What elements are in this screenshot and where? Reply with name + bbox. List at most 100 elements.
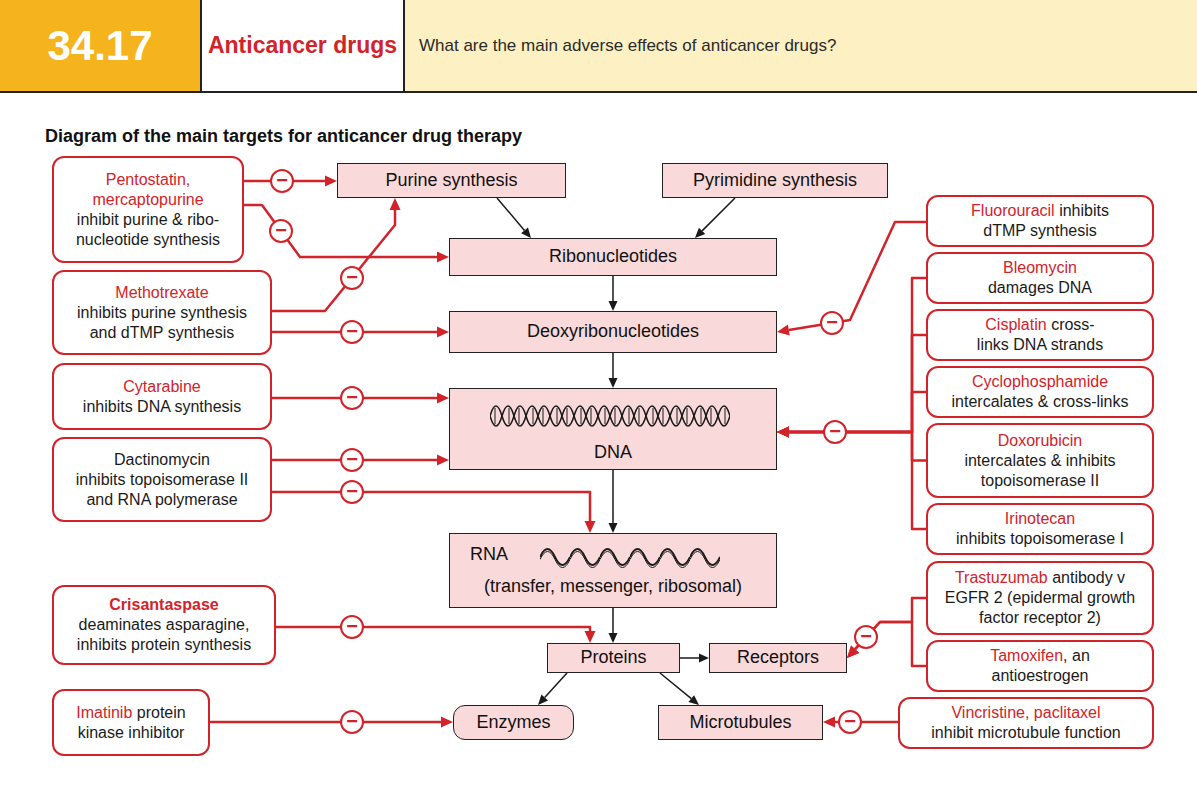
inhibition-arrow <box>777 427 926 530</box>
box-content: Fluorouracilinhibits dTMP synthesis <box>960 201 1120 241</box>
drug-name: Tamoxifen <box>990 647 1063 664</box>
drug-box: Imatinibprotein kinase inhibitor <box>52 689 210 756</box>
box-content: Irinotecaninhibits topoisomerase I <box>956 509 1124 549</box>
drug-box: Methotrexateinhibits purine synthesis an… <box>52 270 272 355</box>
inhibit-mark-holder: − <box>340 710 364 734</box>
box-label: What are the main adverse effects of ant… <box>419 36 836 56</box>
pathway-arrow <box>497 198 531 238</box>
box-content: Crisantaspasedeaminates asparagine, inhi… <box>69 595 259 655</box>
connector-line <box>612 276 614 301</box>
drug-box: Bleomycindamages DNA <box>926 252 1154 304</box>
connector-line <box>702 198 735 231</box>
arrow-head <box>325 176 337 187</box>
drug-name: Methotrexate <box>70 283 255 303</box>
drug-box: Cytarabineinhibits DNA synthesis <box>52 363 272 430</box>
arrow-head <box>699 654 709 663</box>
inhibit-sign: − <box>340 448 364 472</box>
drug-name: Dactinomycin <box>70 450 255 470</box>
box-content: Pyrimidine synthesis <box>693 169 857 192</box>
inhibition-arrow <box>276 627 596 643</box>
inhibit-mark-holder: − <box>838 710 862 734</box>
inhibit-mark-holder: − <box>269 219 293 243</box>
box-label: RNA <box>450 543 776 566</box>
inhibit-sign: − <box>340 480 364 504</box>
drug-name: Cytarabine <box>83 377 241 397</box>
inhibition-arrow <box>777 392 926 438</box>
arrow-head <box>538 695 548 705</box>
arrow-head <box>437 455 449 466</box>
inhibit-mark-holder: − <box>854 625 878 649</box>
arrow-head <box>777 427 789 438</box>
box-content: Proteins <box>580 646 646 669</box>
connector-line <box>497 198 525 230</box>
box-content: Trastuzumabantibody v EGFR 2 (epidermal … <box>940 568 1140 628</box>
inhibition-arrow <box>272 198 401 311</box>
connector-line <box>660 673 691 699</box>
connector-line <box>244 205 437 257</box>
inhibition-arrow <box>777 278 926 438</box>
inhibit-mark-holder: − <box>340 448 364 472</box>
inhibit-sign: − <box>854 625 878 649</box>
inhibit-mark-holder: − <box>340 386 364 410</box>
box-label: Enzymes <box>476 711 550 734</box>
section-number: 34.17 <box>0 0 200 93</box>
drug-name: Doxorubicin <box>936 431 1144 451</box>
inhibit-sign: − <box>820 311 844 335</box>
box-content: Tamoxifen, an antioestrogen <box>970 646 1110 686</box>
drug-box: Doxorubicinintercalates & inhibits topoi… <box>926 423 1154 498</box>
pathway-box: Enzymes <box>453 705 574 740</box>
page-title: Diagram of the main targets for anticanc… <box>45 126 522 147</box>
pathway-box: Pyrimidine synthesis <box>662 163 888 198</box>
connector-line <box>210 721 441 724</box>
drug-name: Crisantaspase <box>69 595 259 615</box>
arrow-head <box>609 633 618 643</box>
inhibit-mark-holder: − <box>270 169 294 193</box>
drug-name: Bleomycin <box>988 258 1092 278</box>
connector-line <box>789 222 926 330</box>
box-content: Cisplatincross- links DNA strands <box>973 315 1108 355</box>
arrow-head <box>777 427 789 438</box>
box-label: Receptors <box>737 646 819 669</box>
drug-action: inhibits DNA synthesis <box>83 397 241 417</box>
drug-action: inhibit purine & ribo- nucleotide synthe… <box>62 210 234 250</box>
pathway-arrow <box>609 276 618 311</box>
drug-action: inhibit microtubule function <box>931 723 1120 743</box>
drug-box: Dactinomycininhibits topoisomerase II an… <box>52 437 272 522</box>
pathway-box: Receptors <box>709 643 847 673</box>
drug-action: intercalates & cross-links <box>952 392 1129 412</box>
pathway-arrow <box>609 608 618 643</box>
drug-box: Cisplatincross- links DNA strands <box>926 309 1154 361</box>
inhibit-mark-holder: − <box>340 480 364 504</box>
box-content: Cyclophosphamideintercalates & cross-lin… <box>952 372 1129 412</box>
box-label: Microtubules <box>689 711 791 734</box>
pathway-box: DNA <box>449 388 777 470</box>
rna-box-fill <box>449 533 777 608</box>
box-content: Doxorubicinintercalates & inhibits topoi… <box>936 431 1144 491</box>
inhibit-sign: − <box>340 320 364 344</box>
box-content: Deoxyribonucleotides <box>527 320 699 343</box>
arrow-head <box>823 717 835 728</box>
box-content: Cytarabineinhibits DNA synthesis <box>83 377 241 417</box>
drug-name: Cyclophosphamide <box>952 372 1129 392</box>
drug-action: intercalates & inhibits topoisomerase II <box>936 451 1144 491</box>
drug-box: Tamoxifen, an antioestrogen <box>926 640 1154 692</box>
inhibition-arrow <box>847 598 926 658</box>
inhibition-arrow <box>244 205 449 263</box>
connector-line <box>272 492 590 521</box>
drug-name: Pentostatin, mercaptopurine <box>62 170 234 210</box>
arrow-head <box>521 228 531 239</box>
box-content: Purine synthesis <box>385 169 517 192</box>
drug-name: Vincristine, paclitaxel <box>931 703 1120 723</box>
inhibit-sign: − <box>340 710 364 734</box>
box-content: Dactinomycininhibits topoisomerase II an… <box>70 450 255 510</box>
drug-name: Trastuzumab <box>955 569 1048 586</box>
box-label: DNA <box>594 441 632 464</box>
inhibit-mark-holder: − <box>340 266 364 290</box>
arrow-head <box>695 228 705 238</box>
box-label: Pyrimidine synthesis <box>693 169 857 192</box>
pathway-arrow <box>680 654 709 663</box>
arrow-head <box>390 198 401 210</box>
inhibit-mark-holder: − <box>820 311 844 335</box>
box-content: Ribonucleotides <box>549 245 677 268</box>
inhibit-sign: − <box>269 219 293 243</box>
